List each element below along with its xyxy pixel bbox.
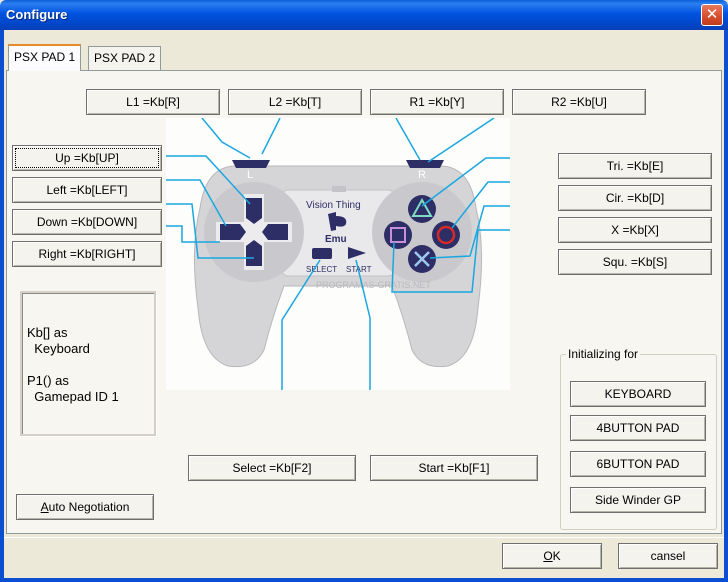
window-frame-bottom: [0, 578, 728, 582]
dpad-left-icon: [220, 224, 246, 240]
square-button: [384, 221, 412, 249]
dpad-up-icon: [246, 198, 262, 224]
l-shoulder-label: L: [247, 169, 253, 181]
auto-negotiation-button[interactable]: Auto Negotiation: [16, 494, 154, 520]
window-frame-left: [0, 30, 4, 582]
ok-accel: O: [543, 549, 553, 563]
gamepad-graphic: L R Vision Thing Emu S: [166, 117, 510, 390]
legend-line-4: Gamepad ID 1: [27, 389, 119, 404]
l1-mapping-button[interactable]: L1 =Kb[R]: [86, 89, 220, 115]
triangle-mapping-button[interactable]: Tri. =Kb[E]: [558, 153, 712, 179]
brand-text: Vision Thing: [306, 200, 361, 211]
circle-mapping-button[interactable]: Cir. =Kb[D]: [558, 185, 712, 211]
r1-mapping-button[interactable]: R1 =Kb[Y]: [370, 89, 504, 115]
start-button-icon: [348, 247, 366, 259]
circle-icon: [436, 225, 456, 245]
footer-divider: [4, 537, 724, 538]
logo-icon: [328, 212, 347, 231]
l-shoulder-shape: [232, 160, 270, 168]
cancel-button[interactable]: cansel: [618, 543, 718, 569]
square-mapping-button[interactable]: Squ. =Kb[S]: [558, 249, 712, 275]
ok-button[interactable]: OK: [502, 543, 602, 569]
dpad-right-icon: [262, 224, 288, 240]
init-keyboard-button[interactable]: KEYBOARD: [570, 381, 706, 407]
legend-spacer: [27, 357, 154, 373]
cross-icon: [414, 251, 430, 267]
tab-psx-pad-1[interactable]: PSX PAD 1: [8, 44, 82, 71]
select-mapping-button[interactable]: Select =Kb[F2]: [188, 455, 356, 481]
tab-psx-pad-2[interactable]: PSX PAD 2: [88, 46, 162, 70]
down-mapping-button[interactable]: Down =Kb[DOWN]: [12, 209, 162, 235]
initializing-group-title: Initializing for: [566, 347, 641, 361]
up-mapping-button[interactable]: Up =Kb[UP]: [12, 145, 162, 171]
auto-negotiation-label: uto Negotiation: [48, 500, 130, 514]
r-shoulder-shape: [406, 160, 444, 168]
cross-mapping-button[interactable]: X =Kb[X]: [558, 217, 712, 243]
close-icon[interactable]: ✕: [701, 4, 723, 26]
circle-button: [432, 221, 460, 249]
window-title: Configure: [6, 7, 68, 22]
r2-mapping-button[interactable]: R2 =Kb[U]: [512, 89, 646, 115]
key-legend-box: Kb[] as Keyboard P1() as Gamepad ID 1: [20, 291, 156, 436]
title-bar[interactable]: Configure ✕: [0, 0, 728, 30]
init-4button-pad-button[interactable]: 4BUTTON PAD: [570, 415, 706, 441]
legend-line-3: P1() as: [27, 373, 69, 388]
callout-lines: [166, 117, 510, 390]
square-icon: [390, 227, 406, 243]
left-mapping-button[interactable]: Left =Kb[LEFT]: [12, 177, 162, 203]
init-side-winder-button[interactable]: Side Winder GP: [570, 487, 706, 513]
init-6button-pad-button[interactable]: 6BUTTON PAD: [570, 451, 706, 477]
auto-negotiation-accel: A: [40, 500, 49, 514]
select-button-shape: [312, 248, 332, 259]
watermark-text: PROGRAMAS-GRATIS.NET: [316, 280, 431, 290]
ok-label: K: [552, 549, 561, 563]
triangle-icon: [411, 197, 433, 217]
logo-text: Emu: [325, 234, 347, 245]
select-text: SELECT: [306, 265, 337, 274]
r-shoulder-label: R: [418, 169, 426, 181]
legend-line-1: Kb[] as: [27, 325, 68, 340]
start-mapping-button[interactable]: Start =Kb[F1]: [370, 455, 538, 481]
controller-illustration: L R Vision Thing Emu S: [166, 117, 510, 390]
dpad-cross: [216, 194, 292, 270]
center-notch: [332, 186, 346, 192]
l2-mapping-button[interactable]: L2 =Kb[T]: [228, 89, 362, 115]
dpad-down-icon: [246, 240, 262, 266]
right-mapping-button[interactable]: Right =Kb[RIGHT]: [12, 241, 162, 267]
legend-line-2: Keyboard: [27, 341, 90, 356]
window-frame-right: [724, 30, 728, 582]
